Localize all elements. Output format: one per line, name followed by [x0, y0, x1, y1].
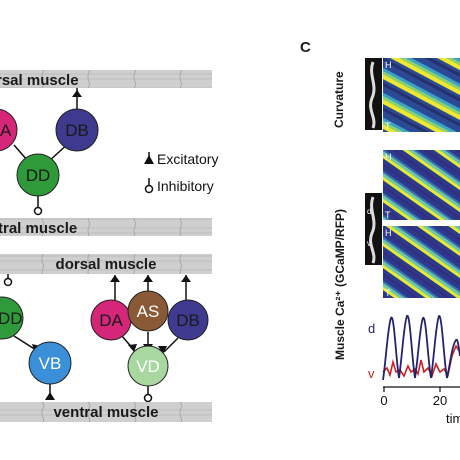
trace-v-label: v — [368, 366, 375, 381]
legend-inhibitory: Inhibitory — [157, 178, 214, 194]
excitatory-synapse-icon — [128, 344, 137, 352]
kymo-t-label: T — [385, 288, 391, 298]
panel-c: C Curvature Muscle Ca²⁺ (GCaMP/RFP) d v … — [300, 39, 460, 426]
bottom-neuron-dd — [0, 296, 24, 340]
worm-shape — [369, 196, 376, 264]
curvature-label: Curvature — [332, 71, 346, 128]
dd-vb-line — [13, 335, 37, 351]
bottom-neuron-vd — [127, 345, 169, 387]
legend-excitatory: Excitatory — [157, 151, 218, 167]
kymo-h-label: H — [385, 60, 392, 70]
db-to-vd-line — [163, 337, 179, 353]
top-dorsal-muscle-label: rsal muscle — [0, 72, 79, 89]
kymo-t-label: T — [385, 210, 391, 220]
inhibitory-synapse-icon — [33, 206, 43, 216]
top-ventral-muscle-label: tral muscle — [0, 220, 77, 237]
top-neuron-dd-label: DD — [26, 166, 51, 185]
trace-d-label: d — [368, 321, 375, 336]
x-tick-label-20: 20 — [433, 393, 447, 408]
top-neuron-da — [0, 108, 18, 152]
dorsal-calcium-kymograph — [383, 150, 460, 220]
bottom-neuron-vb-label: VB — [39, 354, 62, 373]
inhibitory-synapse-icon — [3, 277, 13, 287]
trace-dorsal — [382, 315, 460, 381]
bottom-circuit: dorsal muscle DD VB DA AS DB VD — [0, 254, 212, 422]
kymo-t-label: T — [385, 121, 391, 131]
bottom-neuron-db-label: DB — [176, 311, 200, 330]
calcium-label: Muscle Ca²⁺ (GCaMP/RFP) — [333, 209, 347, 360]
bottom-ventral-muscle-label: ventral muscle — [53, 404, 158, 421]
bottom-neuron-as-label: AS — [137, 302, 160, 321]
excitatory-synapse-icon — [110, 275, 120, 282]
inhibitory-synapse-icon — [143, 393, 153, 403]
bottom-neuron-da-label: DA — [99, 311, 123, 330]
top-circuit: rsal muscle A DB DD tral muscle — [0, 70, 212, 237]
excitatory-icon — [144, 155, 154, 164]
worm-shape — [369, 61, 376, 129]
excitatory-synapse-icon — [143, 275, 153, 282]
worm-d-label: d — [367, 207, 371, 216]
bottom-dorsal-muscle — [0, 254, 212, 274]
top-neuron-db — [55, 108, 99, 152]
x-axis-label: tim — [446, 411, 460, 426]
panel-label: C — [300, 39, 311, 56]
top-ventral-muscle — [0, 218, 212, 236]
curvature-kymograph — [383, 58, 460, 132]
excitatory-synapse-icon — [181, 275, 191, 282]
worm-v-label: v — [367, 239, 371, 248]
bottom-neuron-dd-label: DD — [0, 309, 23, 328]
bottom-neuron-vb — [28, 341, 72, 385]
top-neuron-dd — [16, 153, 60, 197]
x-tick-label-0: 0 — [380, 393, 387, 408]
excitatory-synapse-icon — [45, 392, 55, 400]
top-dorsal-muscle — [0, 70, 212, 88]
excitatory-synapse-icon — [158, 346, 167, 354]
ventral-calcium-kymograph — [383, 226, 460, 298]
kymo-h-label: H — [385, 228, 392, 238]
kymo-h-label: H — [385, 152, 392, 162]
inhibitory-icon — [144, 184, 154, 194]
bottom-ventral-muscle — [0, 402, 212, 422]
excitatory-synapse-icon — [72, 90, 82, 97]
bottom-neuron-as — [127, 290, 169, 332]
top-neuron-db-label: DB — [65, 121, 89, 140]
bottom-neuron-db — [167, 299, 209, 341]
synapse-legend: Excitatory Inhibitory — [144, 151, 218, 194]
bottom-dorsal-muscle-label: dorsal muscle — [56, 256, 157, 273]
bottom-neuron-vd-label: VD — [136, 357, 160, 376]
top-neuron-da-label: A — [0, 121, 12, 140]
